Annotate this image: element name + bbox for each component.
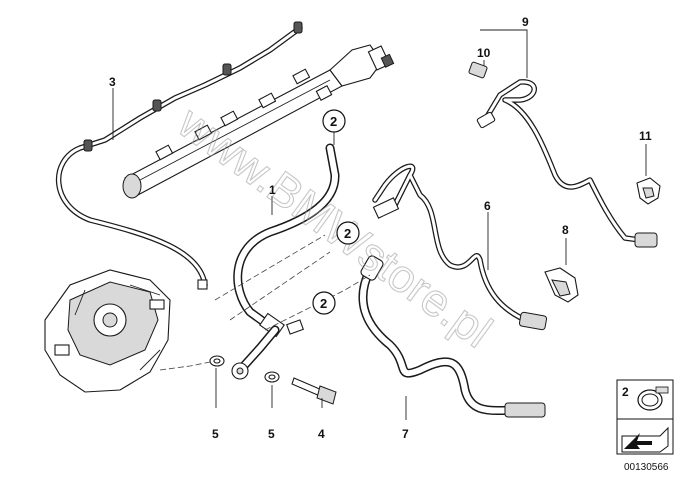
label-part-9: 9 <box>522 15 529 29</box>
hose-clamp-icon <box>637 386 669 411</box>
circled-ref-mid: 2 <box>336 221 360 245</box>
fuel-rail <box>122 44 395 199</box>
svg-text:2: 2 <box>320 296 327 311</box>
label-part-4: 4 <box>318 427 325 441</box>
fuel-line-9 <box>468 61 658 248</box>
fuel-line-7 <box>358 255 546 418</box>
label-part-3: 3 <box>109 75 116 89</box>
part-labels: 3 1 6 7 8 9 10 11 5 5 4 <box>109 15 652 441</box>
watermark: www.BMWstore.pl <box>168 95 501 357</box>
svg-text:2: 2 <box>330 114 337 129</box>
label-part-7: 7 <box>402 427 409 441</box>
washers-and-bolt <box>209 355 337 405</box>
leader-lines <box>112 29 647 420</box>
arrow-icon <box>621 426 669 453</box>
label-part-5a: 5 <box>212 427 219 441</box>
svg-text:2: 2 <box>344 226 351 241</box>
assembly-lines <box>159 234 371 371</box>
clip-11 <box>636 177 661 205</box>
label-part-10: 10 <box>477 46 491 60</box>
high-pressure-pump <box>44 269 171 393</box>
label-part-11: 11 <box>639 129 652 143</box>
label-part-5b: 5 <box>268 427 275 441</box>
leak-off-line-3 <box>55 21 303 290</box>
legend-ref-number: 2 <box>622 385 629 399</box>
fuel-line-1 <box>231 143 340 380</box>
fuel-line-6 <box>372 163 548 331</box>
circled-ref-top: 2 <box>322 109 346 145</box>
clip-8 <box>544 267 579 303</box>
image-code: 00130566 <box>624 462 669 473</box>
legend-box: 2 00130566 <box>616 379 674 473</box>
label-part-6: 6 <box>484 199 491 213</box>
label-part-1: 1 <box>269 183 276 197</box>
circled-ref-low: 2 <box>312 291 336 315</box>
label-part-8: 8 <box>562 223 569 237</box>
